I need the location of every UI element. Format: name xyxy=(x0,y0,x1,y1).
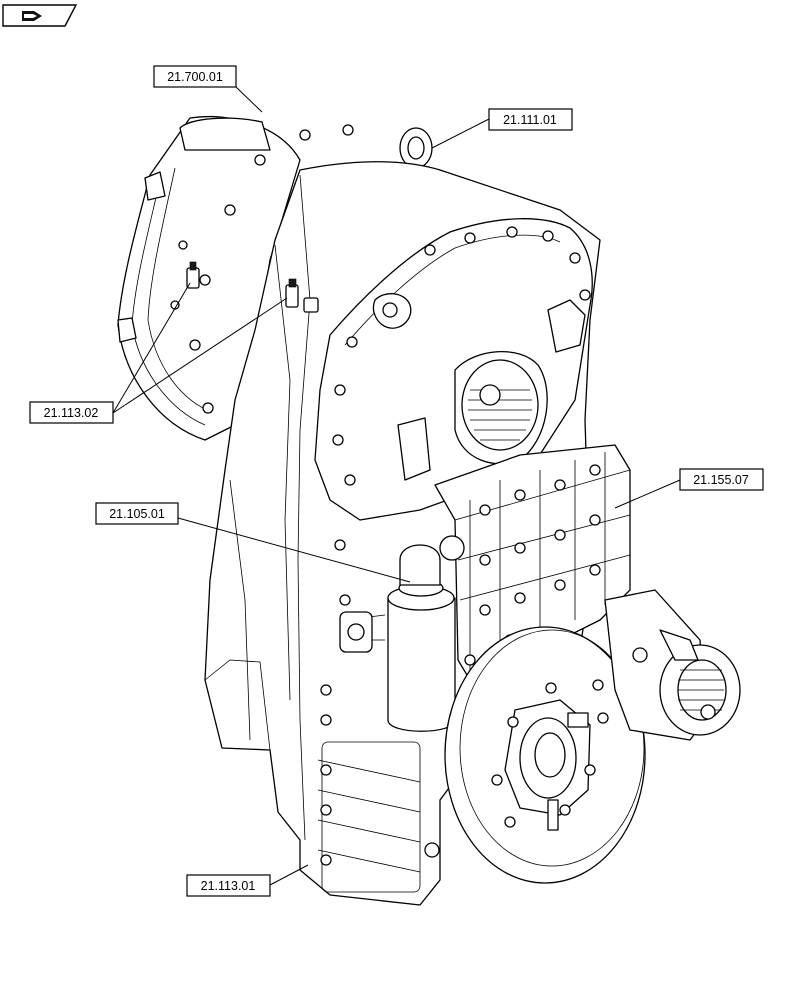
callout-21-113-01[interactable]: 21.113.01 xyxy=(186,874,271,897)
speed-sensor xyxy=(186,261,319,313)
leader-21-113-01 xyxy=(269,864,309,886)
housing-plugs xyxy=(320,539,440,866)
output-yoke xyxy=(604,589,741,741)
nav-badge[interactable] xyxy=(2,4,78,27)
leader-21-111-01 xyxy=(431,118,490,149)
front-cover xyxy=(314,218,593,521)
callout-21-111-01[interactable]: 21.111.01 xyxy=(488,108,573,131)
callout-21-155-07[interactable]: 21.155.07 xyxy=(679,468,764,491)
lifting-eye xyxy=(399,127,433,169)
leader-21-155-07 xyxy=(614,479,681,509)
output-flange xyxy=(444,626,646,884)
back-arrow-icon xyxy=(22,11,42,21)
oil-filter xyxy=(339,544,456,732)
leader-21-113-02-b xyxy=(112,297,288,414)
callout-label: 21.111.01 xyxy=(503,113,557,127)
callout-21-113-02[interactable]: 21.113.02 xyxy=(29,401,114,424)
transmission-assembly xyxy=(117,115,741,906)
callout-21-105-01[interactable]: 21.105.01 xyxy=(95,502,179,525)
callout-leaders xyxy=(112,86,681,886)
leader-21-113-02-a xyxy=(112,282,191,414)
leader-21-700-01 xyxy=(235,86,263,113)
callout-21-700-01[interactable]: 21.700.01 xyxy=(153,65,237,88)
leader-21-105-01 xyxy=(177,517,411,583)
callout-label: 21.113.02 xyxy=(44,406,99,420)
callout-label: 21.155.07 xyxy=(693,473,749,487)
callout-label: 21.700.01 xyxy=(167,70,223,84)
callout-label: 21.105.01 xyxy=(109,507,165,521)
callout-label: 21.113.01 xyxy=(201,879,256,893)
